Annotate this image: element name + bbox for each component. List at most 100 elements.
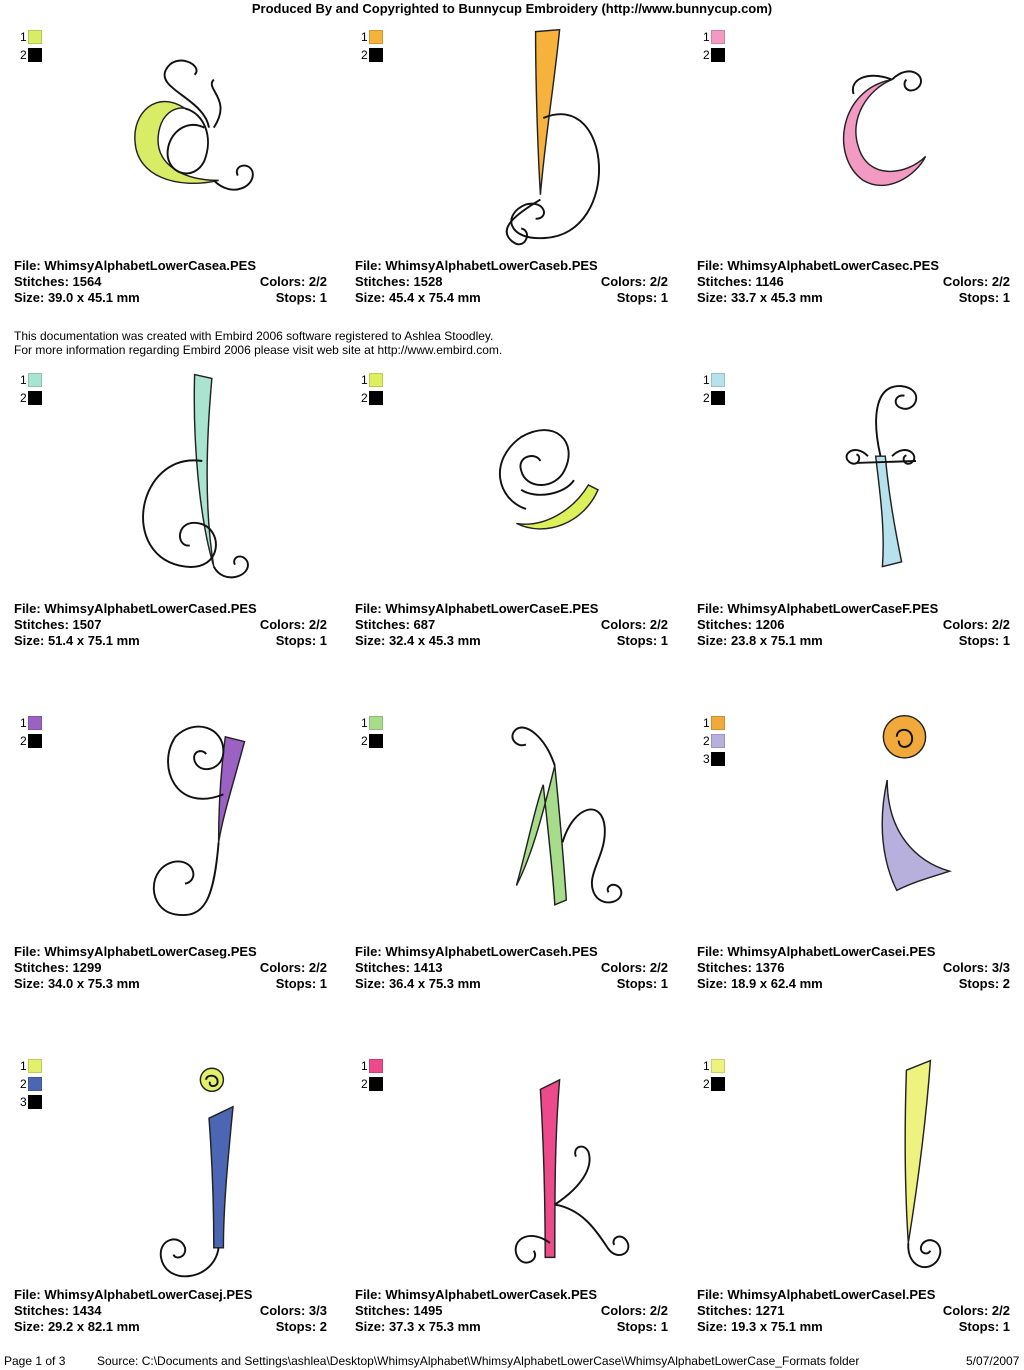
color-count: Colors: 2/2 xyxy=(942,1303,1010,1318)
color-swatch xyxy=(369,373,383,387)
color-count: Colors: 2/2 xyxy=(600,1303,668,1318)
swatch-number: 3 xyxy=(20,1095,27,1109)
letter-artwork xyxy=(455,708,645,948)
size-stops-row: Size: 33.7 x 45.3 mm Stops: 1 xyxy=(697,290,1010,306)
color-swatch xyxy=(369,734,383,748)
letter-b-icon xyxy=(505,28,600,246)
design-info: File: WhimsyAlphabetLowerCaseb.PES Stitc… xyxy=(355,258,668,306)
stitches-colors-row: Stitches: 1495 Colors: 2/2 xyxy=(355,1303,668,1319)
stop-count: Stops: 1 xyxy=(958,1319,1010,1334)
stitches-colors-row: Stitches: 1146 Colors: 2/2 xyxy=(697,274,1010,290)
color-count: Colors: 2/2 xyxy=(259,617,327,632)
stitch-count: Stitches: 1271 xyxy=(697,1303,785,1318)
design-info: File: WhimsyAlphabetLowerCasel.PES Stitc… xyxy=(697,1287,1010,1335)
swatch-number: 1 xyxy=(703,30,710,44)
swatch-number: 1 xyxy=(361,30,368,44)
color-swatch xyxy=(369,1059,383,1073)
size-stops-row: Size: 51.4 x 75.1 mm Stops: 1 xyxy=(14,633,327,649)
letter-c-icon xyxy=(842,70,927,186)
stitch-count: Stitches: 1434 xyxy=(14,1303,102,1318)
swatch-number: 1 xyxy=(20,30,27,44)
swatch-number: 2 xyxy=(20,391,27,405)
color-swatch-row: 2 xyxy=(361,46,383,64)
color-swatch-row: 3 xyxy=(703,750,725,768)
stop-count: Stops: 1 xyxy=(275,976,327,991)
stop-count: Stops: 1 xyxy=(616,633,668,648)
color-swatch xyxy=(28,1059,42,1073)
design-size: Size: 45.4 x 75.4 mm xyxy=(355,290,481,305)
color-count: Colors: 2/2 xyxy=(259,960,327,975)
color-swatch-row: 3 xyxy=(20,1093,42,1111)
software-notice: This documentation was created with Embi… xyxy=(14,329,502,357)
design-card: 1 2 File: WhimsyAlphabetLowerCaseh.PES St… xyxy=(355,686,668,1021)
swatch-number: 1 xyxy=(361,1059,368,1073)
swatch-number: 2 xyxy=(703,48,710,62)
design-info: File: WhimsyAlphabetLowerCasei.PES Stitc… xyxy=(697,944,1010,992)
swatch-number: 2 xyxy=(703,391,710,405)
letter-g-icon xyxy=(153,725,246,917)
print-date: 5/07/2007 xyxy=(966,1354,1020,1368)
color-swatch-row: 2 xyxy=(20,1075,42,1093)
stop-count: Stops: 2 xyxy=(958,976,1010,991)
letter-artwork xyxy=(114,708,304,948)
design-info: File: WhimsyAlphabetLowerCasej.PES Stitc… xyxy=(14,1287,327,1335)
swatch-number: 2 xyxy=(361,1077,368,1091)
color-swatch-row: 1 xyxy=(703,1057,725,1075)
size-stops-row: Size: 37.3 x 75.3 mm Stops: 1 xyxy=(355,1319,668,1335)
color-swatch xyxy=(369,48,383,62)
stitch-count: Stitches: 1376 xyxy=(697,960,785,975)
swatch-number: 1 xyxy=(703,373,710,387)
color-swatch xyxy=(369,391,383,405)
size-stops-row: Size: 19.3 x 75.1 mm Stops: 1 xyxy=(697,1319,1010,1335)
stitches-colors-row: Stitches: 1434 Colors: 3/3 xyxy=(14,1303,327,1319)
color-swatch xyxy=(711,716,725,730)
letter-artwork xyxy=(455,365,645,605)
swatch-number: 2 xyxy=(361,734,368,748)
color-count: Colors: 2/2 xyxy=(942,617,1010,632)
color-swatch-row: 1 xyxy=(361,371,383,389)
design-card: 1 2 File: WhimsyAlphabetLowerCaseb.PES St… xyxy=(355,0,668,335)
letter-artwork xyxy=(797,708,987,948)
stitch-count: Stitches: 687 xyxy=(355,617,436,632)
color-swatch xyxy=(28,1077,42,1091)
color-swatch xyxy=(711,48,725,62)
color-count: Colors: 2/2 xyxy=(600,617,668,632)
design-info: File: WhimsyAlphabetLowerCaseE.PES Stitc… xyxy=(355,601,668,649)
file-name: File: WhimsyAlphabetLowerCased.PES xyxy=(14,601,257,616)
stitch-count: Stitches: 1507 xyxy=(14,617,102,632)
stitch-count: Stitches: 1299 xyxy=(14,960,102,975)
page-number: Page 1 of 3 xyxy=(4,1354,66,1368)
file-name: File: WhimsyAlphabetLowerCaseE.PES xyxy=(355,601,599,616)
stitches-colors-row: Stitches: 687 Colors: 2/2 xyxy=(355,617,668,633)
design-info: File: WhimsyAlphabetLowerCasek.PES Stitc… xyxy=(355,1287,668,1335)
design-size: Size: 36.4 x 75.3 mm xyxy=(355,976,481,991)
swatch-number: 1 xyxy=(703,1059,710,1073)
stitches-colors-row: Stitches: 1271 Colors: 2/2 xyxy=(697,1303,1010,1319)
stitches-colors-row: Stitches: 1564 Colors: 2/2 xyxy=(14,274,327,290)
color-swatch-row: 2 xyxy=(20,46,42,64)
design-info: File: WhimsyAlphabetLowerCasec.PES Stitc… xyxy=(697,258,1010,306)
file-name: File: WhimsyAlphabetLowerCasec.PES xyxy=(697,258,940,273)
color-swatch-row: 2 xyxy=(361,1075,383,1093)
color-count: Colors: 2/2 xyxy=(259,274,327,289)
color-swatch xyxy=(369,30,383,44)
color-swatch-row: 1 xyxy=(20,1057,42,1075)
color-swatch-row: 1 xyxy=(361,714,383,732)
swatch-number: 2 xyxy=(361,48,368,62)
stitch-count: Stitches: 1495 xyxy=(355,1303,443,1318)
stop-count: Stops: 1 xyxy=(275,633,327,648)
color-swatch xyxy=(28,734,42,748)
file-name: File: WhimsyAlphabetLowerCaseg.PES xyxy=(14,944,257,959)
stitch-count: Stitches: 1413 xyxy=(355,960,443,975)
file-name: File: WhimsyAlphabetLowerCaseh.PES xyxy=(355,944,598,959)
file-name: File: WhimsyAlphabetLowerCaseF.PES xyxy=(697,601,939,616)
letter-j-icon xyxy=(160,1067,234,1278)
